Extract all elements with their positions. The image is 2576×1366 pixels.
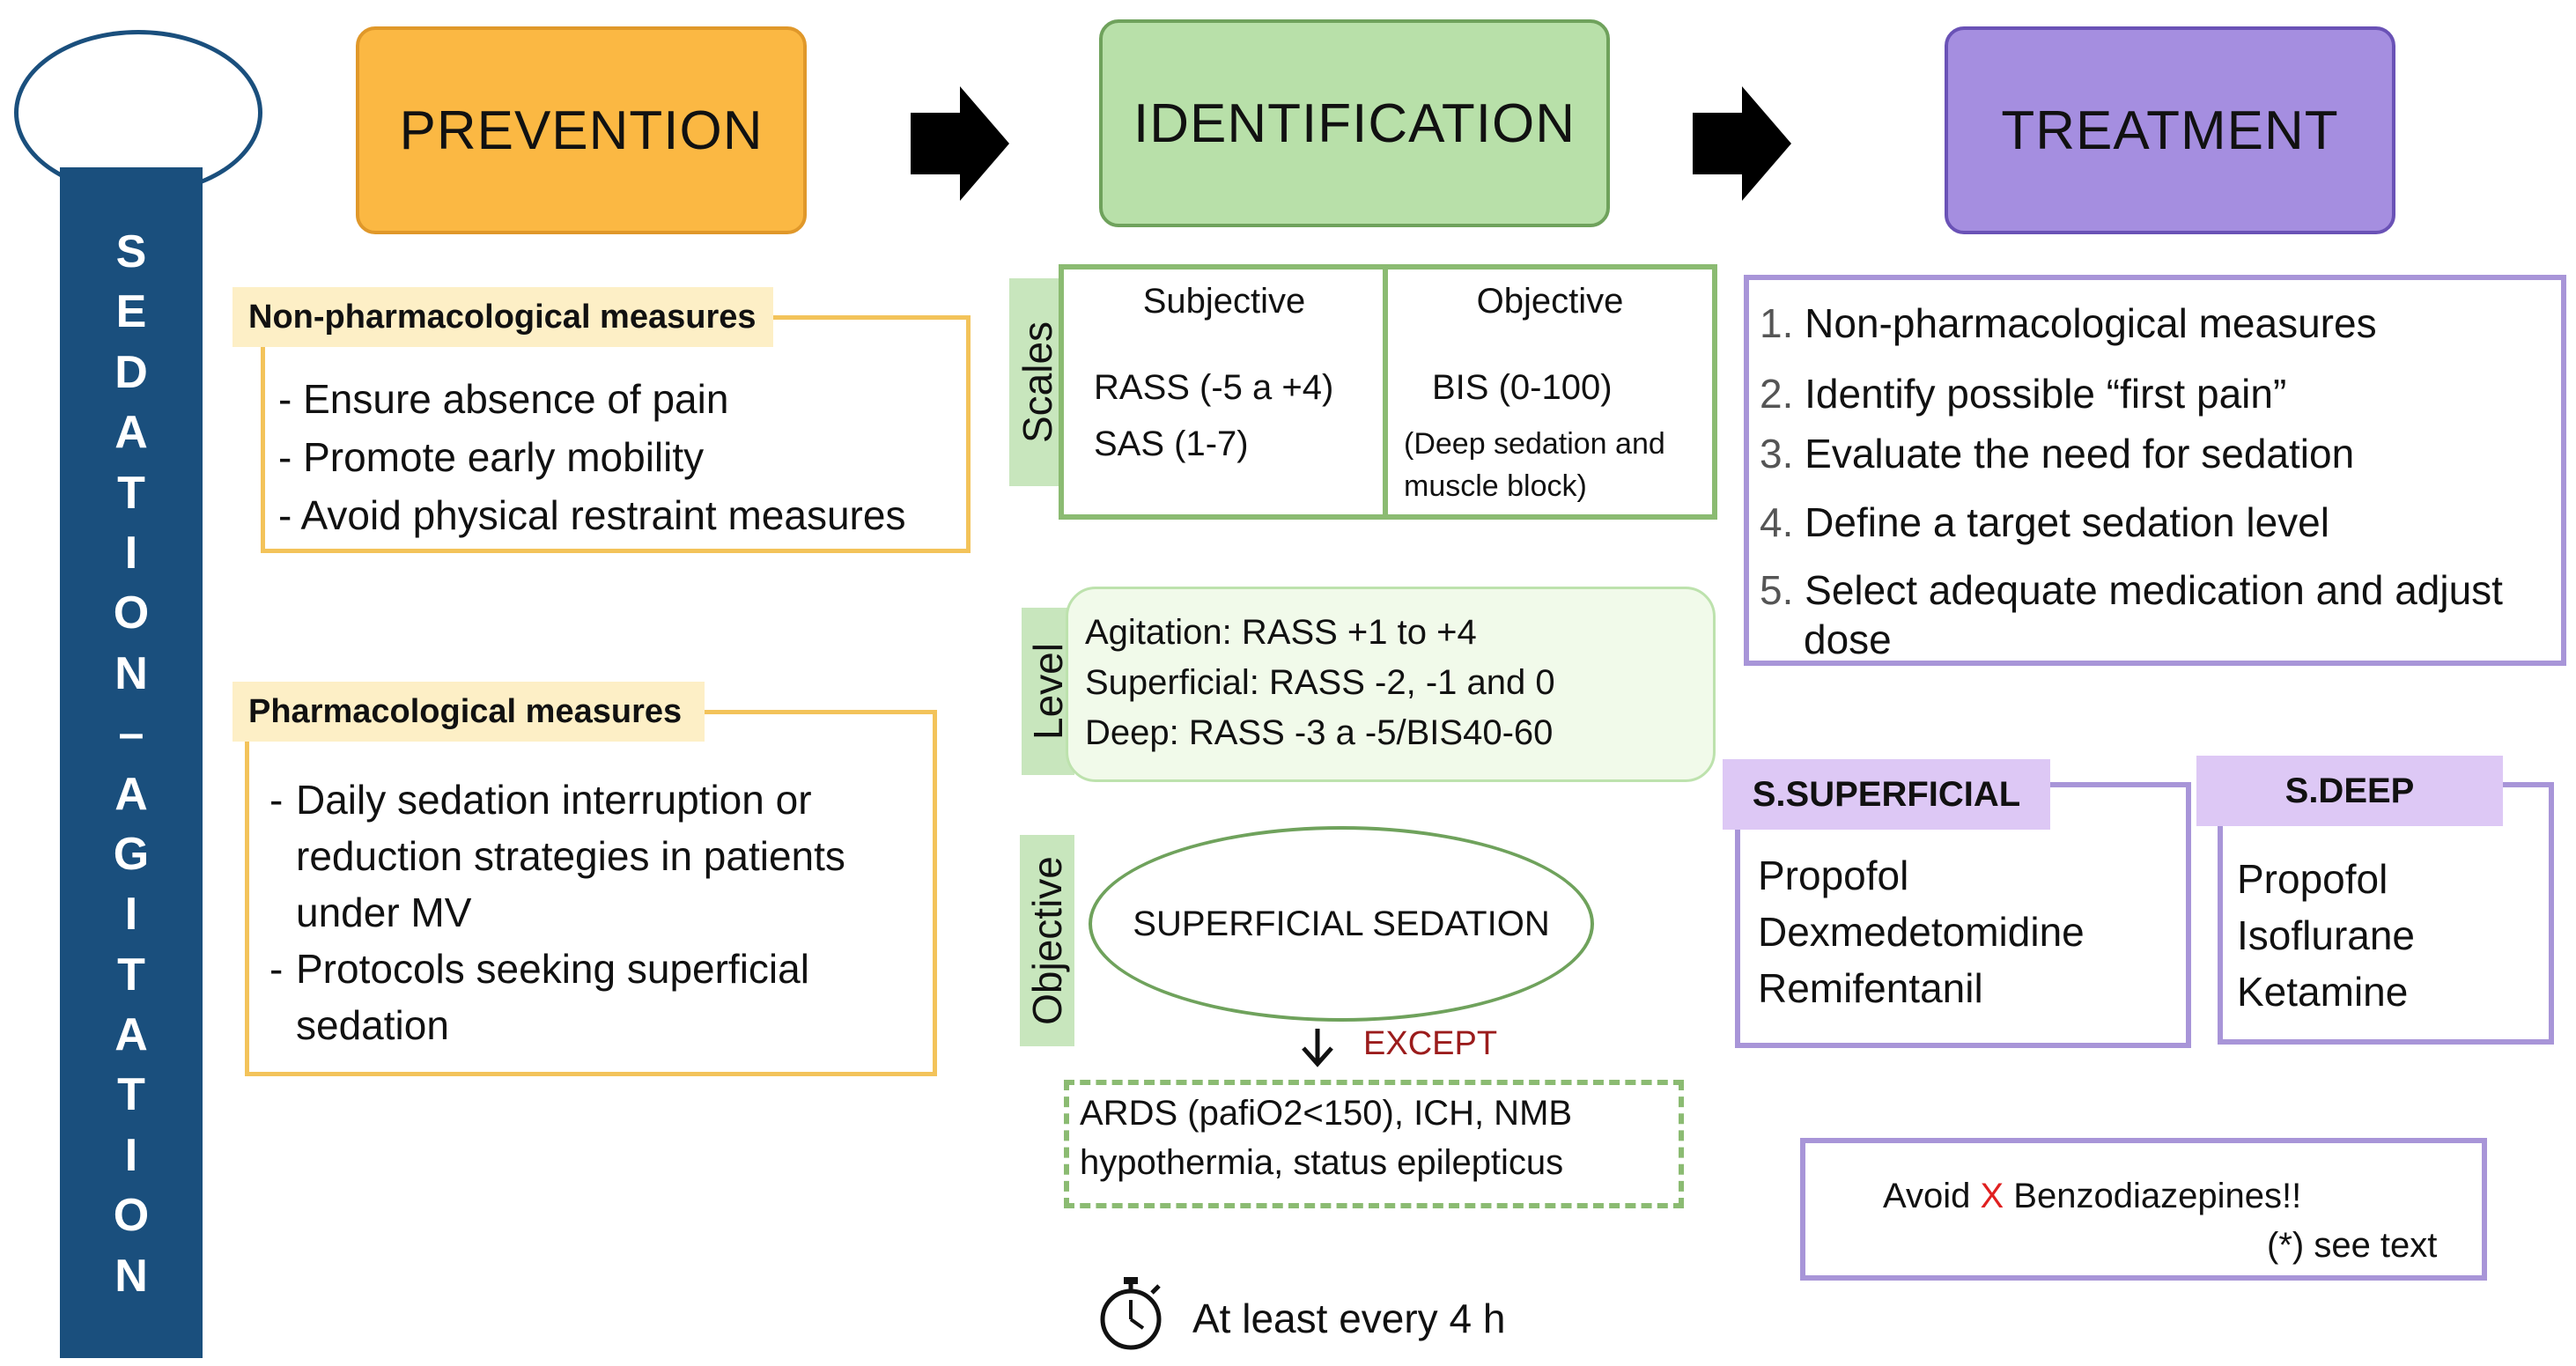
band-letter: T (117, 949, 145, 1001)
note-line: (Deep sedation and (1404, 427, 1665, 461)
arrow-right-icon (1693, 86, 1791, 201)
band-letter: D (114, 346, 148, 398)
subjective-title: Subjective (1142, 282, 1306, 321)
warning-note: (*) see text (2267, 1226, 2438, 1265)
frequency-text: At least every 4 h (1192, 1296, 1506, 1341)
list-item: 5. Select adequate medication and adjust… (1760, 567, 2503, 662)
band-letter: T (117, 1069, 145, 1121)
exceptions-list: ARDS (pafiO2<150), ICH, NMB hypothermia,… (1080, 1089, 1572, 1187)
band-letter: I (124, 1129, 138, 1181)
band-letter: A (114, 407, 148, 459)
list-item: - Promote early mobility (278, 434, 705, 480)
list-line: under MV (296, 890, 472, 935)
objective-label-text: Objective (1024, 856, 1070, 1025)
list-line: Protocols seeking superficial (296, 946, 809, 992)
list-item: 4. Define a target sedation level (1760, 499, 2329, 545)
list-item: Propofol (2237, 856, 2388, 902)
target-text: SUPERFICIAL SEDATION (1133, 904, 1550, 943)
objective-title: Objective (1476, 282, 1624, 321)
list-item: Propofol (1758, 853, 1909, 898)
list-item: - Protocols seeking superficial sedation (269, 941, 921, 1053)
list-line: sedation (296, 1002, 449, 1048)
scales-label-text: Scales (1015, 321, 1061, 444)
list-dash: - (269, 946, 284, 992)
subjective-list: RASS (-5 a +4) SAS (1-7) (1094, 359, 1333, 472)
band-letter: A (114, 768, 148, 820)
objective-item: BIS (0-100) (1432, 368, 1613, 407)
pharm-title: Pharmacological measures (233, 682, 705, 742)
pharm-list: - Daily sedation interruption or reducti… (269, 772, 921, 1053)
list-item: Dexmedetomidine (1758, 909, 2085, 955)
list-item: - Avoid physical restraint measures (278, 492, 906, 538)
list-item: hypothermia, status epilepticus (1080, 1143, 1564, 1182)
band-letter: O (113, 1190, 150, 1242)
list-line: Daily sedation interruption or (296, 777, 812, 823)
list-item: Isoflurane (2237, 912, 2416, 958)
superficial-drugs: Propofol Dexmedetomidine Remifentanil (1758, 847, 2085, 1016)
warning-pre: Avoid (1883, 1177, 1971, 1215)
non-pharm-title: Non-pharmacological measures (233, 287, 773, 347)
warning-text: Avoid X Benzodiazepines!! (1883, 1177, 2301, 1216)
warning-post: Benzodiazepines!! (2013, 1177, 2302, 1215)
list-item: SAS (1-7) (1094, 425, 1249, 463)
band-letter: S (115, 226, 147, 277)
list-item: Remifentanil (1758, 965, 1983, 1011)
warning-box (1800, 1138, 2487, 1281)
except-label: EXCEPT (1363, 1025, 1498, 1062)
band-letter: N (114, 647, 148, 699)
side-band (60, 167, 203, 1358)
treatment-steps-list: 1. Non-pharmacological measures 2. Ident… (1760, 299, 2552, 664)
non-pharm-box (261, 315, 971, 553)
band-letter: G (113, 828, 150, 880)
objective-note: (Deep sedation and muscle block) (1404, 423, 1665, 507)
list-item: ARDS (pafiO2<150), ICH, NMB (1080, 1094, 1573, 1133)
superficial-title: S.SUPERFICIAL (1723, 759, 2050, 830)
list-item: Ketamine (2237, 969, 2409, 1015)
objective-label: Objective (1020, 835, 1074, 1046)
deep-drugs: Propofol Isoflurane Ketamine (2237, 851, 2415, 1020)
exceptions-box (1064, 1080, 1684, 1208)
band-letter: E (115, 286, 147, 338)
level-box (1066, 587, 1716, 782)
band-letter: N (114, 1250, 148, 1302)
band-letter: T (117, 467, 145, 519)
note-line: muscle block) (1404, 469, 1587, 503)
list-item: - Ensure absence of pain (278, 376, 729, 422)
band-letter: I (124, 527, 138, 579)
header-identification: IDENTIFICATION (1099, 19, 1610, 227)
band-letter: I (124, 889, 138, 941)
list-item: - Daily sedation interruption or reducti… (269, 772, 921, 941)
band-letter: A (114, 1009, 148, 1061)
level-label-text: Level (1025, 643, 1071, 740)
scales-divider (1383, 270, 1388, 514)
header-treatment: TREATMENT (1945, 26, 2395, 234)
list-dash: - (269, 777, 284, 823)
deep-title: S.DEEP (2196, 756, 2503, 826)
band-letter: – (118, 708, 144, 760)
stopwatch-icon (1100, 1277, 1162, 1350)
list-item: RASS (-5 a +4) (1094, 368, 1334, 407)
list-item: 1. Non-pharmacological measures (1760, 300, 2377, 346)
target-ellipse: SUPERFICIAL SEDATION (1089, 826, 1594, 1022)
list-item: 3. Evaluate the need for sedation (1760, 431, 2355, 476)
arrow-right-icon (911, 86, 1009, 201)
pharm-box (245, 710, 937, 1076)
list-line: reduction strategies in patients (296, 833, 845, 879)
scales-label: Scales (1009, 278, 1066, 486)
band-letter: O (113, 587, 150, 639)
x-mark-icon: X (1980, 1177, 2004, 1215)
list-item: Agitation: RASS +1 to +4 (1085, 613, 1477, 652)
treatment-steps-box (1744, 275, 2566, 666)
arrow-down-icon (1302, 1029, 1333, 1067)
header-prevention: PREVENTION (356, 26, 807, 234)
list-item: Superficial: RASS -2, -1 and 0 (1085, 663, 1555, 702)
scales-box (1059, 264, 1717, 520)
list-item: Deep: RASS -3 a -5/BIS40-60 (1085, 713, 1554, 752)
non-pharm-list: - Ensure absence of pain - Promote early… (278, 370, 965, 544)
list-item: 2. Identify possible “first pain” (1760, 371, 2287, 417)
level-list: Agitation: RASS +1 to +4 Superficial: RA… (1085, 608, 1555, 758)
